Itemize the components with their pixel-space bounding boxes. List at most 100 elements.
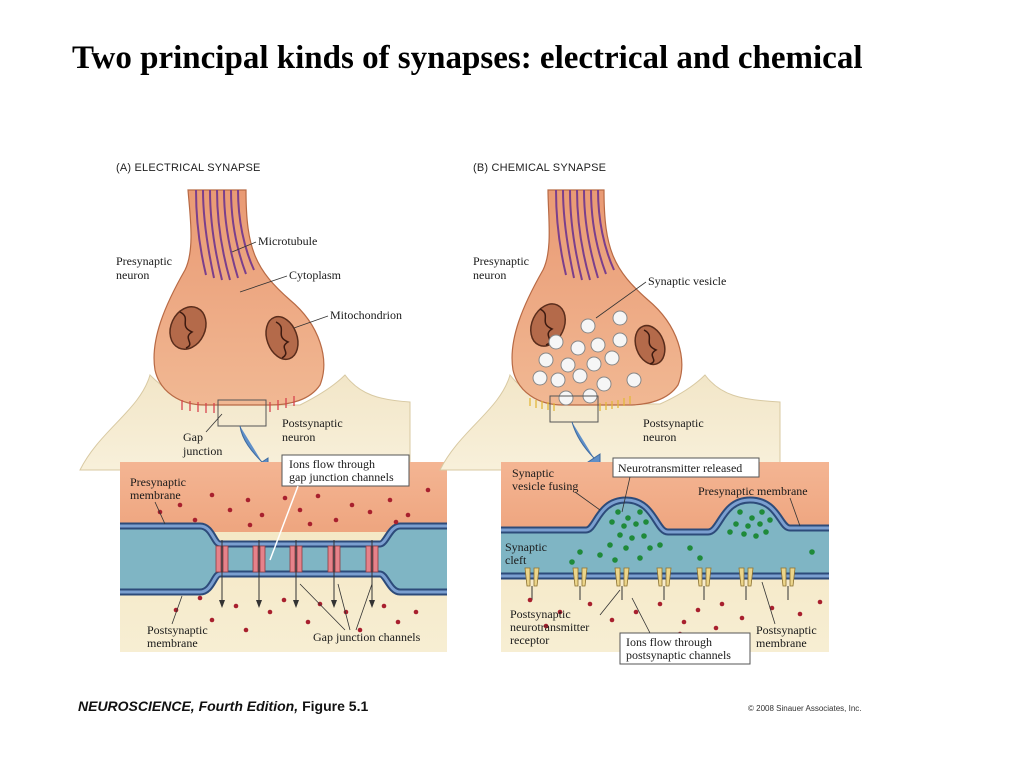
ion (197, 595, 203, 601)
b-label-neurotransmitter-released: Neurotransmitter released (618, 461, 742, 475)
b-label-presynaptic-membrane: Presynaptic membrane (698, 484, 808, 498)
a-label-ions-flow-2: gap junction channels (289, 470, 394, 484)
neurotransmitter-molecule (767, 517, 773, 523)
b-label-synaptic-cleft-1: Synaptic (505, 540, 547, 554)
neurotransmitter-molecule (745, 523, 751, 529)
b-label-presynaptic-neuron-2: neuron (473, 268, 506, 282)
credit-book: NEUROSCIENCE, Fourth Edition, (78, 698, 298, 714)
figure-credit: NEUROSCIENCE, Fourth Edition,Figure 5.1 (78, 698, 368, 714)
b-zoom-box (549, 395, 599, 423)
neurotransmitter-molecule (633, 521, 639, 527)
copyright-notice: © 2008 Sinauer Associates, Inc. (748, 704, 862, 713)
panel-b-title: (B) CHEMICAL SYNAPSE (473, 162, 606, 174)
synaptic-vesicle (604, 350, 620, 366)
a-label-gap-junction-1: Gap (183, 430, 203, 444)
neurotransmitter-molecule (617, 532, 623, 538)
credit-figure-number: Figure 5.1 (302, 698, 368, 714)
neurotransmitter-molecule (609, 519, 615, 525)
ion (381, 603, 387, 609)
ion (387, 497, 393, 503)
ion (192, 517, 198, 523)
a-label-gap-junction-channels: Gap junction channels (313, 630, 421, 644)
synaptic-vesicle (550, 372, 566, 388)
neurotransmitter-molecule (697, 555, 703, 561)
a-label-postsynaptic-membrane-1: Postsynaptic (147, 623, 208, 637)
neurotransmitter-molecule (657, 542, 663, 548)
panel-a-electrical: (A) ELECTRICAL SYNAPSE (79, 162, 447, 652)
ion (333, 517, 339, 523)
neurotransmitter-molecule (809, 549, 815, 555)
postsynaptic-receptor (656, 567, 672, 600)
ion (267, 609, 273, 615)
b-postsynaptic-receptors (524, 567, 796, 600)
postsynaptic-receptor (738, 567, 754, 600)
b-nt-released-box (612, 457, 760, 478)
b-ions-flow-box (619, 632, 751, 665)
gap-junction-channel (215, 540, 229, 608)
b-label-postsynaptic-neuron-2: neuron (643, 430, 676, 444)
gap-junction-channel (289, 540, 303, 608)
a-gap-junction-ticks (181, 396, 295, 413)
a-label-presynaptic-neuron-2: neuron (116, 268, 149, 282)
b-label-receptor-1: Postsynaptic (510, 607, 571, 621)
b-label-vesicle-fusing-2: vesicle fusing (512, 479, 578, 493)
ion (413, 609, 419, 615)
synaptic-vesicle (580, 318, 596, 334)
a-label-presynaptic-membrane-1: Presynaptic (130, 475, 186, 489)
b-active-zone-ticks (529, 396, 631, 411)
synaptic-vesicle (538, 352, 554, 368)
gap-junction-channel (365, 540, 379, 608)
ion (817, 599, 823, 605)
ion (695, 607, 701, 613)
a-gap-junction-channels (215, 540, 379, 608)
neurotransmitter-molecule (637, 509, 643, 515)
b-label-ions-flow-1: Ions flow through (626, 635, 712, 649)
a-microtubules (195, 189, 255, 281)
neurotransmitter-molecule (647, 545, 653, 551)
a-ions-flow-box (281, 454, 410, 487)
b-label-ions-flow-2: postsynaptic channels (626, 648, 731, 662)
neurotransmitter-molecule (687, 545, 693, 551)
b-mitochondrion-right (634, 324, 666, 366)
b-label-synaptic-cleft-2: cleft (505, 553, 527, 567)
neurotransmitter-molecule (741, 531, 747, 537)
a-label-mitochondrion: Mitochondrion (330, 308, 402, 322)
ion (349, 502, 355, 508)
neurotransmitter-molecule (749, 515, 755, 521)
neurotransmitter-molecule (641, 533, 647, 539)
neurotransmitter-molecule (577, 549, 583, 555)
neurotransmitter-molecule (621, 523, 627, 529)
ion (797, 611, 803, 617)
b-label-receptor-2: neurotransmitter (510, 620, 589, 634)
b-neurotransmitter-molecules (569, 509, 815, 565)
a-label-postsynaptic-neuron-2: neuron (282, 430, 315, 444)
gap-junction-channel (252, 540, 266, 608)
neurotransmitter-molecule (727, 529, 733, 535)
ion (393, 519, 399, 525)
ion (713, 625, 719, 631)
a-label-presynaptic-neuron-1: Presynaptic (116, 254, 172, 268)
ion (281, 597, 287, 603)
neurotransmitter-molecule (733, 521, 739, 527)
synaptic-vesicle (548, 334, 564, 350)
ion (247, 522, 253, 528)
neurotransmitter-molecule (759, 509, 765, 515)
a-label-microtubule: Microtubule (258, 234, 317, 248)
postsynaptic-receptor (780, 567, 796, 600)
a-label-presynaptic-membrane-2: membrane (130, 488, 181, 502)
synaptic-vesicle (612, 310, 628, 326)
ion (209, 617, 215, 623)
synaptic-vesicle (572, 368, 588, 384)
neurotransmitter-molecule (763, 529, 769, 535)
ion (259, 512, 265, 518)
ion (395, 619, 401, 625)
b-label-receptor-3: receptor (510, 633, 549, 647)
b-label-presynaptic-neuron-1: Presynaptic (473, 254, 529, 268)
ion (297, 507, 303, 513)
a-presynaptic-neuron (153, 189, 325, 406)
ion (357, 627, 363, 633)
postsynaptic-receptor (524, 567, 540, 600)
ion (609, 617, 615, 623)
neurotransmitter-molecule (569, 559, 575, 565)
